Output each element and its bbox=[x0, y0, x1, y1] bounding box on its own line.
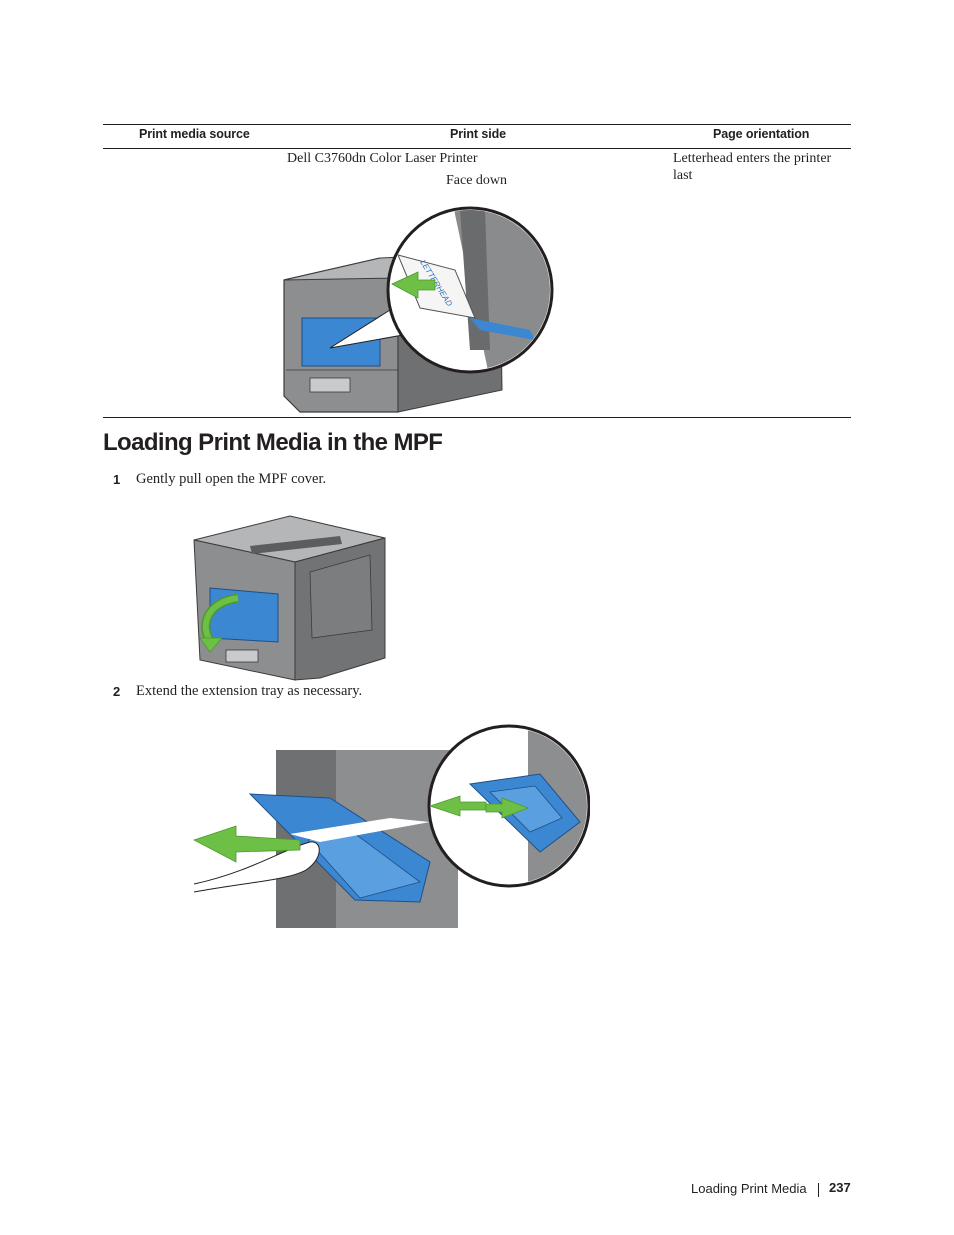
cell-print-side-device: Dell C3760dn Color Laser Printer bbox=[287, 151, 478, 166]
letterhead-loading-illustration: LETTERHEAD bbox=[283, 206, 554, 413]
footer-separator bbox=[818, 1183, 819, 1197]
open-mpf-cover-illustration bbox=[193, 515, 386, 681]
step-1-number: 1 bbox=[113, 472, 121, 487]
section-title: Loading Print Media in the MPF bbox=[103, 429, 443, 456]
table-bottom-rule bbox=[103, 417, 851, 418]
step-2-number: 2 bbox=[113, 684, 121, 699]
header-page-orientation: Page orientation bbox=[713, 127, 810, 141]
table-header-rule bbox=[103, 148, 851, 149]
header-print-side: Print side bbox=[450, 127, 506, 141]
cell-print-side-value: Face down bbox=[446, 173, 508, 188]
cell-page-orientation: Letterhead enters the printer last bbox=[673, 151, 832, 183]
header-print-media-source: Print media source bbox=[139, 127, 250, 141]
step-1-text: Gently pull open the MPF cover. bbox=[136, 471, 327, 487]
table-top-rule bbox=[103, 124, 851, 125]
footer-page-number: 237 bbox=[829, 1180, 851, 1195]
step-2-text: Extend the extension tray as necessary. bbox=[136, 683, 363, 699]
footer-chapter-title: Loading Print Media bbox=[691, 1181, 807, 1196]
extend-extension-tray-illustration bbox=[192, 724, 590, 928]
